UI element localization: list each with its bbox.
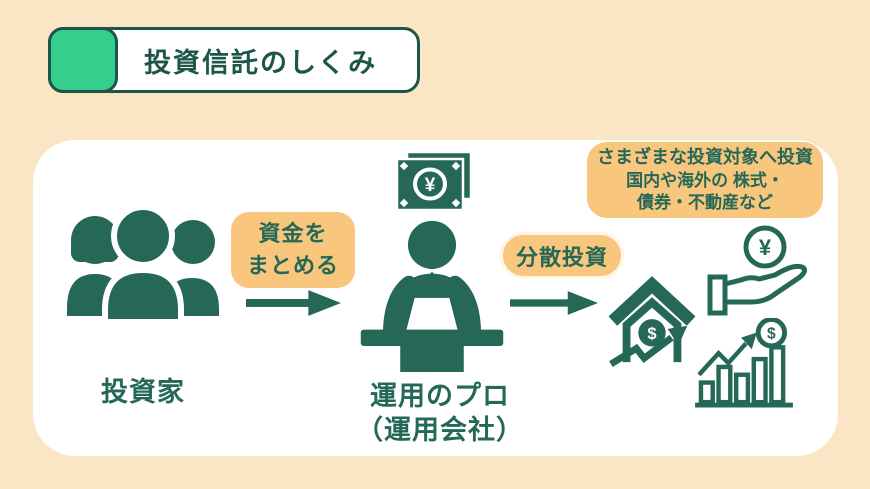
manager-label: 運用のプロ （運用会社）: [335, 380, 545, 448]
pool-funds-line1: 資金を: [258, 221, 328, 247]
arrow-right-icon: [246, 290, 341, 316]
fund-manager-desk-icon: [360, 220, 504, 372]
pool-funds-note: 資金を まとめる: [231, 212, 355, 288]
pool-funds-line2: まとめる: [246, 253, 339, 278]
targets-note-line1: さまざまな投資対象へ投資: [597, 147, 813, 168]
hand-yen-symbol: ¥: [759, 235, 772, 260]
targets-note-line3: 債券・不動産など: [637, 192, 773, 212]
manager-label-line1: 運用のプロ: [370, 381, 510, 411]
targets-note-line2: 国内や海外の 株式・: [626, 170, 784, 190]
banknote-yen-icon: ¥: [396, 152, 473, 212]
title-bar: 投資信託のしくみ: [48, 27, 421, 93]
house-dollar-icon: $: [608, 276, 696, 368]
diagram-panel: 投資家 資金を まとめる ¥: [33, 140, 838, 456]
investors-label: 投資家: [101, 377, 185, 407]
arrow-right-icon: [510, 291, 598, 315]
house-dollar-symbol: $: [647, 324, 657, 343]
growth-chart-dollar-icon: $: [695, 318, 793, 408]
chart-dollar-symbol: $: [767, 326, 776, 343]
banknote-yen-symbol: ¥: [425, 175, 436, 196]
page-title: 投資信託のしくみ: [144, 47, 378, 78]
title-accent-square: [48, 27, 118, 93]
diversify-pill: 分散投資: [500, 232, 624, 279]
hand-yen-coin-icon: ¥: [707, 225, 808, 316]
investment-targets-note: さまざまな投資対象へ投資 国内や海外の 株式・ 債券・不動産など: [587, 142, 823, 218]
diversify-label: 分散投資: [515, 244, 608, 270]
investors-group-icon: [67, 204, 219, 325]
manager-label-line2: （運用会社）: [356, 414, 524, 445]
